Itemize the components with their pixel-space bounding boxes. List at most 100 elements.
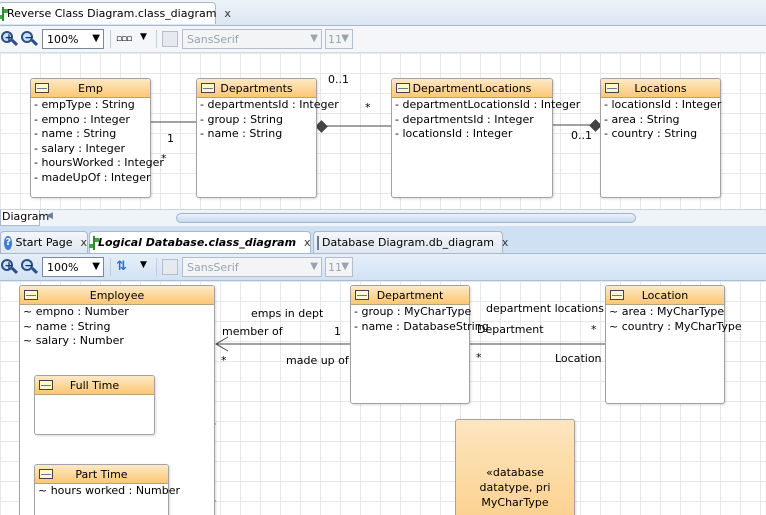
role-label: Location xyxy=(555,352,602,365)
close-icon[interactable]: x xyxy=(304,236,311,249)
class-part-time[interactable]: Part Time ~ hours worked : Number xyxy=(34,464,181,515)
tab-database-diagram[interactable]: Database Diagram.db_diagram x xyxy=(313,231,508,253)
attribute: - name : DatabaseString xyxy=(354,319,489,333)
attribute: - name : String xyxy=(200,127,283,140)
chevron-down-icon: ▼ xyxy=(310,33,318,44)
class-department[interactable]: Department - group : MyCharType - name :… xyxy=(350,285,489,404)
datatype-mychartype[interactable]: «database datatype, pri MyCharType xyxy=(455,419,575,515)
class-emp[interactable]: Emp - empType : String - empno : Integer… xyxy=(30,78,164,198)
class-header: Full Time xyxy=(35,376,154,395)
attribute: - madeUpOf : Integer xyxy=(34,170,151,184)
font-name-value: SansSerif xyxy=(187,260,239,274)
class-header: Department xyxy=(351,286,469,305)
font-name-select[interactable]: SansSerif ▼ xyxy=(182,29,322,49)
close-icon[interactable]: x xyxy=(501,236,509,249)
class-full-time[interactable]: Full Time xyxy=(34,375,155,435)
editor1-bottom-bar: Diagram ◀ xyxy=(0,209,766,226)
multiplicity-label: 1 xyxy=(334,325,341,338)
font-name-select[interactable]: SansSerif ▼ xyxy=(182,257,322,277)
attribute: ~ country : MyCharType xyxy=(609,319,742,333)
class-title: Department xyxy=(376,288,444,302)
attribute: - departmentsId : Integer xyxy=(395,112,534,126)
class-title: Locations xyxy=(634,81,687,95)
class-icon xyxy=(35,83,49,93)
connector-style-icon[interactable]: ▫▫▫ xyxy=(116,34,132,44)
association-name-label: emps in dept xyxy=(251,307,324,320)
diagram-canvas-1[interactable]: 1 * 0..1 * 0..1 Emp - empType : String -… xyxy=(0,53,766,209)
association-name-label: department locations xyxy=(486,302,604,315)
chevron-down-icon: ▼ xyxy=(341,33,349,44)
scroll-left-icon[interactable]: ◀ xyxy=(46,211,53,221)
attribute: - empno : Integer xyxy=(34,112,130,126)
tab-logical-database[interactable]: Logical Database.class_diagram x xyxy=(89,231,311,253)
horizontal-scrollbar-thumb[interactable] xyxy=(176,213,636,223)
zoom-select[interactable]: 100% ▼ xyxy=(42,257,104,277)
class-departmentlocations[interactable]: DepartmentLocations - departmentLocation… xyxy=(391,78,581,198)
multiplicity-label: * xyxy=(221,354,227,367)
navigability-arrow xyxy=(215,336,229,352)
tab-start-page[interactable]: ? Start Page x xyxy=(0,231,88,253)
tab-label: Logical Database.class_diagram xyxy=(98,236,297,249)
attribute: - locationsId : Integer xyxy=(395,127,513,140)
chevron-down-icon: ▼ xyxy=(92,261,100,272)
fill-color-icon[interactable] xyxy=(162,31,178,47)
class-title: Departments xyxy=(220,81,293,95)
class-header: Locations xyxy=(601,79,720,98)
attribute: ~ hours worked : Number xyxy=(38,484,181,497)
toolbar-separator xyxy=(110,30,111,48)
attribute: - country : String xyxy=(604,127,698,140)
diagram-canvas-2[interactable]: emps in dept member of 1 * made up of de… xyxy=(0,281,766,515)
chevron-down-icon[interactable]: ▼ xyxy=(140,260,147,270)
attribute: - empType : String xyxy=(34,98,135,111)
multiplicity-label: 1 xyxy=(167,132,174,145)
chevron-down-icon: ▼ xyxy=(341,261,349,272)
layout-arrows-icon[interactable]: ⇅ xyxy=(116,259,127,274)
class-icon xyxy=(396,83,410,93)
zoom-in-icon[interactable]: + xyxy=(0,258,19,276)
class-title: Full Time xyxy=(69,378,120,392)
font-name-value: SansSerif xyxy=(187,32,239,46)
class-title: Location xyxy=(641,288,689,302)
class-header: DepartmentLocations xyxy=(392,79,552,98)
font-size-select[interactable]: 11 ▼ xyxy=(325,257,353,277)
multiplicity-label: * xyxy=(161,152,167,165)
fill-color-icon[interactable] xyxy=(162,259,178,275)
close-icon[interactable]: x xyxy=(80,236,87,249)
zoom-value: 100% xyxy=(47,260,79,274)
class-header: Employee xyxy=(20,286,214,305)
attribute: - hoursWorked : Integer xyxy=(34,156,164,169)
attribute: - name : String xyxy=(34,127,117,140)
class-departments[interactable]: Departments - departmentsId : Integer - … xyxy=(196,78,339,198)
attribute: - salary : Integer xyxy=(34,141,126,155)
zoom-in-icon[interactable]: + xyxy=(0,30,19,48)
datatype-label: «database datatype, pri MyCharType xyxy=(479,466,551,509)
attribute: - group : String xyxy=(200,112,283,126)
zoom-out-icon[interactable]: − xyxy=(20,30,39,48)
class-header: Departments xyxy=(197,79,316,98)
zoom-out-icon[interactable]: − xyxy=(20,258,39,276)
editor1-toolbar: + − 100% ▼ ▫▫▫ ▼ SansSerif ▼ 11 ▼ xyxy=(0,26,766,53)
class-icon xyxy=(39,380,53,390)
chevron-down-icon: ▼ xyxy=(92,33,100,44)
toolbar-separator xyxy=(156,258,157,276)
editor2-tabstrip: ? Start Page x Logical Database.class_di… xyxy=(0,226,766,254)
zoom-select[interactable]: 100% ▼ xyxy=(42,29,104,49)
multiplicity-label: 0..1 xyxy=(328,73,349,86)
chevron-down-icon[interactable]: ▼ xyxy=(140,32,147,42)
class-header: Location xyxy=(606,286,724,305)
class-icon xyxy=(24,290,38,300)
class-locations[interactable]: Locations - locationsId : Integer - area… xyxy=(600,78,721,198)
tab-diagram[interactable]: Diagram xyxy=(0,210,49,226)
tab-label: Database Diagram.db_diagram xyxy=(322,236,494,249)
class-icon xyxy=(355,290,369,300)
role-label: member of xyxy=(222,325,283,338)
class-title: Emp xyxy=(78,81,103,95)
attribute: - departmentLocationsId : Integer xyxy=(395,98,581,111)
role-label: Department xyxy=(477,323,544,336)
close-icon[interactable]: x xyxy=(224,7,231,20)
font-size-select[interactable]: 11 ▼ xyxy=(325,29,353,49)
editor2-toolbar: + − 100% ▼ ⇅ ▼ SansSerif ▼ 11 ▼ xyxy=(0,254,766,281)
tab-reverse-class-diagram[interactable]: Reverse Class Diagram.class_diagram x xyxy=(0,2,231,24)
class-location[interactable]: Location ~ area : MyCharType ~ country :… xyxy=(605,285,742,404)
attribute: ~ empno : Number xyxy=(23,305,129,318)
